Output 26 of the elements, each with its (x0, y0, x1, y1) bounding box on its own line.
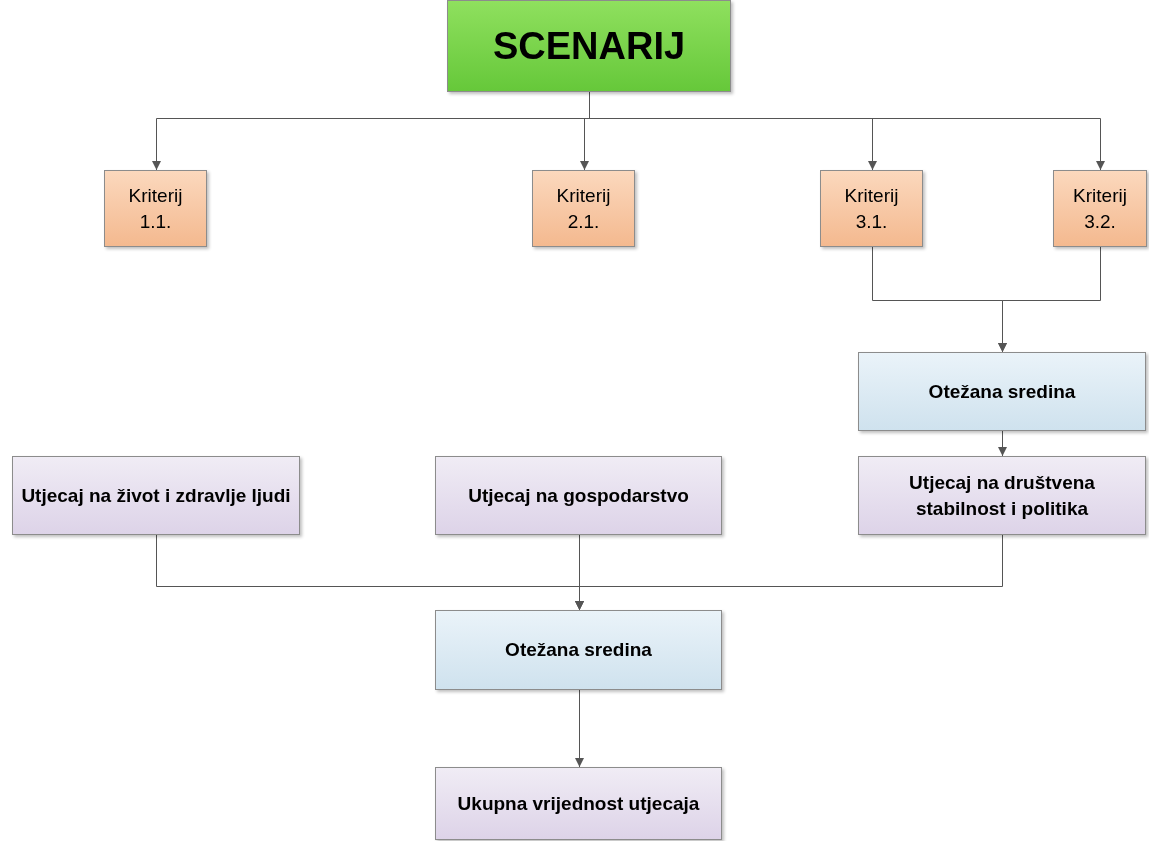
process-box (435, 767, 722, 840)
process-box (435, 610, 722, 690)
criterion-box (532, 170, 635, 247)
connector-arrow (998, 430, 1007, 457)
connector-arrow (575, 534, 1003, 611)
process-box (858, 456, 1146, 535)
criterion-box (820, 170, 923, 247)
process-box (435, 456, 722, 535)
box-label: Otežana sredina (928, 380, 1076, 403)
connector-arrow (575, 689, 584, 768)
box-label: Otežana sredina (505, 639, 652, 661)
box-label: Kriterij 2.1. (555, 183, 612, 234)
scenario-box (447, 0, 731, 92)
box-label: Kriterij 3.1. (843, 183, 900, 234)
box-label: Kriterij 1.1. (127, 183, 184, 234)
box-label: Utjecaj na život i zdravlje ljudi (21, 483, 291, 508)
box-label: Utjecaj na gospodarstvo (468, 483, 689, 508)
box-label: Kriterij 3.2. (1072, 183, 1128, 234)
box-label: Utjecaj na društvena stabilnost i politika (908, 470, 1096, 521)
process-box (858, 352, 1146, 431)
criterion-box (104, 170, 207, 247)
box-label: Ukupna vrijednost utjecaja (457, 791, 700, 816)
criterion-box (1053, 170, 1147, 247)
box-label: SCENARIJ (492, 24, 686, 68)
process-box (12, 456, 300, 535)
connector-arrow (998, 246, 1101, 353)
